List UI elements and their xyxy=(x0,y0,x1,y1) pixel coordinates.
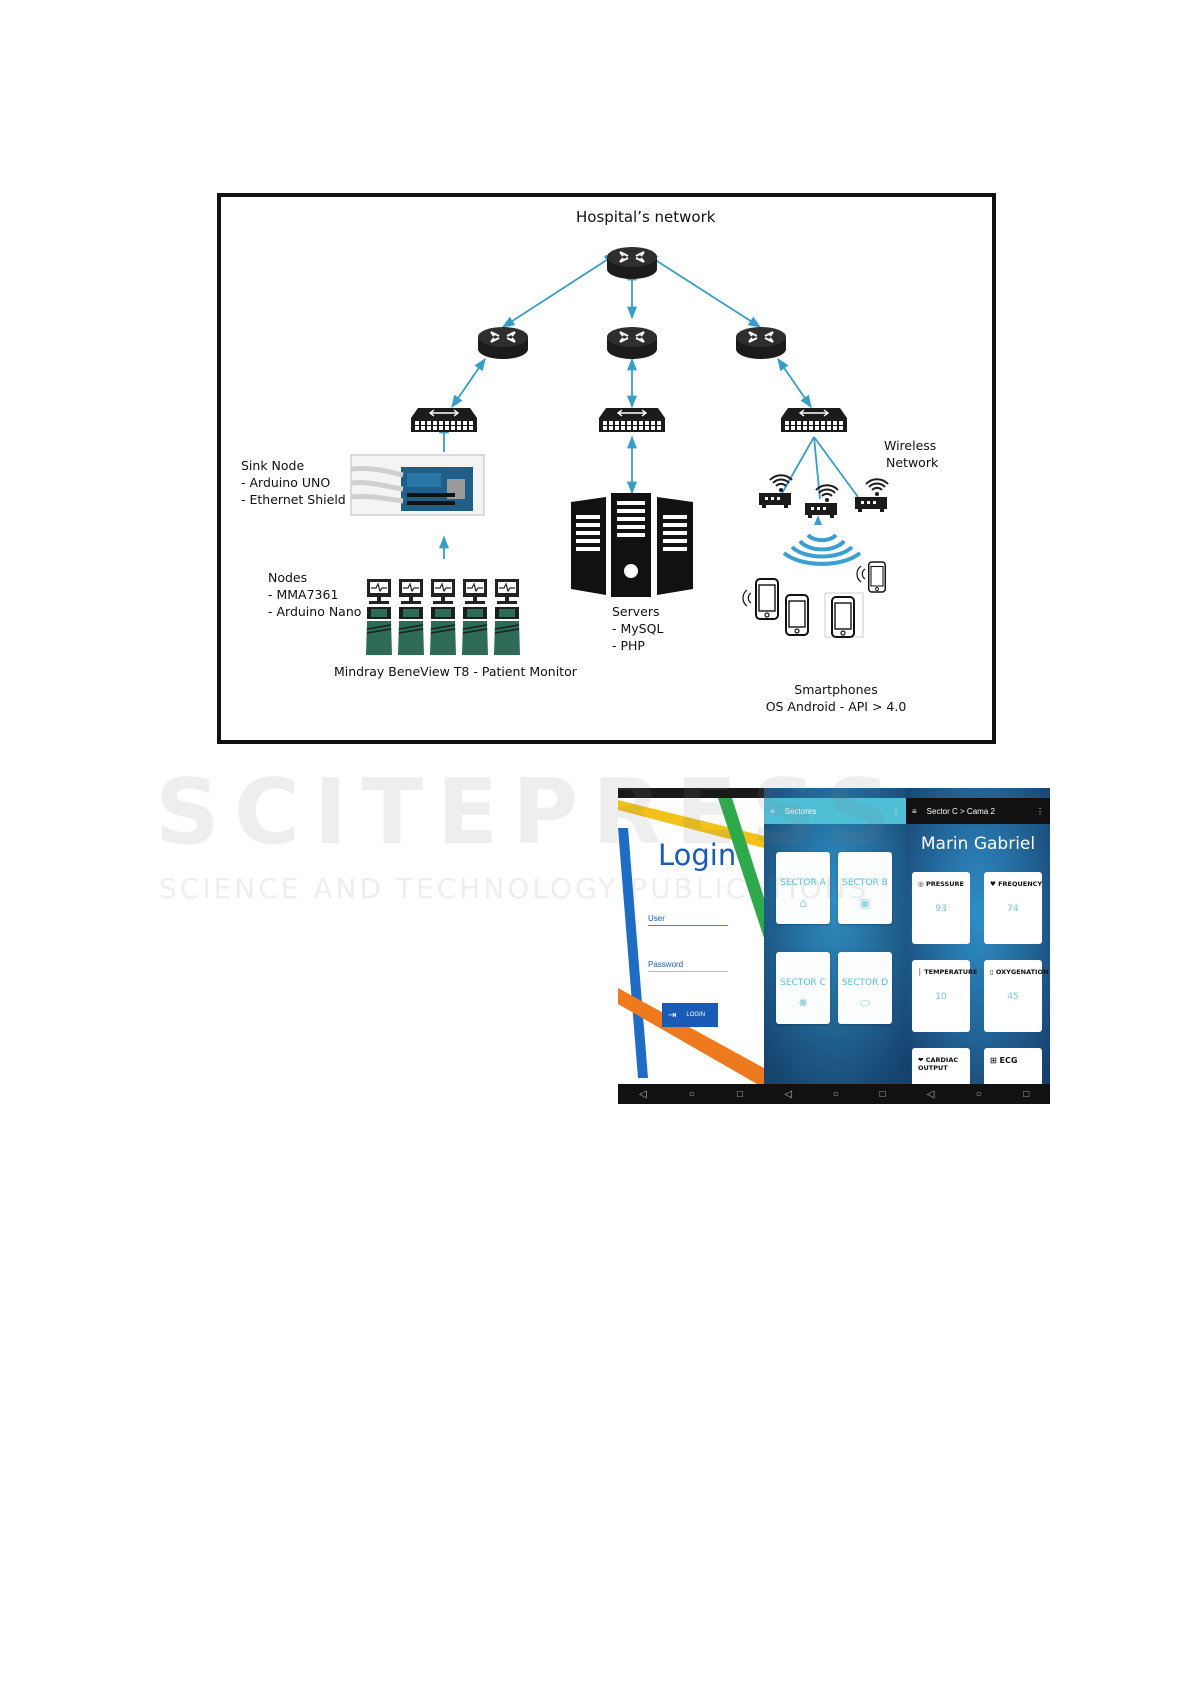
virus-icon: ✸ xyxy=(797,996,809,1010)
thermometer-icon: │ xyxy=(918,968,925,976)
status-bar xyxy=(618,788,764,798)
sector-c-tile[interactable]: SECTOR C ✸ xyxy=(776,952,830,1024)
diagram-title: Hospital’s network xyxy=(576,208,716,226)
recents-icon[interactable]: □ xyxy=(879,1088,886,1100)
frequency-tile[interactable]: ♥ FREQUENCY 74 xyxy=(984,872,1042,944)
switch-right-icon xyxy=(780,407,848,433)
heart-icon: ♥ xyxy=(990,880,999,888)
tile-label: SECTOR D xyxy=(841,978,889,988)
tile-label: FREQUENCY xyxy=(998,880,1043,888)
sectors-header: Sectores xyxy=(784,806,817,816)
router-right-icon xyxy=(735,326,787,360)
more-icon[interactable]: ⋮ xyxy=(892,806,900,816)
sectors-app-bar: ≡ Sectores ⋮ xyxy=(764,798,906,824)
nav-bar: ◁ ○ □ xyxy=(764,1084,906,1104)
tile-label: PRESSURE xyxy=(925,880,964,888)
password-field[interactable]: Password xyxy=(648,960,728,972)
more-icon[interactable]: ⋮ xyxy=(1036,806,1044,816)
core-router-icon xyxy=(606,246,658,280)
router-center-icon xyxy=(606,326,658,360)
recents-icon[interactable]: □ xyxy=(736,1088,743,1100)
temperature-tile[interactable]: │ TEMPERATURE 10 xyxy=(912,960,977,1032)
monitor-icon: ▣ xyxy=(859,896,871,910)
sector-a-tile[interactable]: SECTOR A ⌂ xyxy=(776,852,830,924)
sink-node-label: Sink Node - Arduino UNO - Ethernet Shiel… xyxy=(241,458,346,507)
back-icon[interactable]: ◁ xyxy=(784,1088,793,1100)
tile-label: OXYGENATION xyxy=(995,968,1049,976)
back-icon[interactable]: ◁ xyxy=(926,1088,935,1100)
tile-label: TEMPERATURE xyxy=(924,968,978,976)
recents-icon[interactable]: □ xyxy=(1023,1088,1030,1100)
oxygen-icon: ▯ xyxy=(990,968,996,976)
login-screen: Login User Password ⇥ LOGIN ◁ ○ □ xyxy=(618,788,764,1104)
patient-monitor-icons xyxy=(366,578,520,605)
login-title: Login xyxy=(658,838,737,872)
patient-name: Marin Gabriel xyxy=(920,834,1036,854)
password-placeholder: Password xyxy=(648,960,684,969)
login-background-stripes xyxy=(618,798,764,1088)
tile-label: SECTOR B xyxy=(842,878,888,888)
tile-value: 93 xyxy=(935,904,947,914)
login-icon: ⇥ xyxy=(668,1009,677,1021)
tile-label: SECTOR A xyxy=(780,878,826,888)
user-placeholder: User xyxy=(648,914,665,923)
back-icon[interactable]: ◁ xyxy=(639,1088,647,1100)
home-icon[interactable]: ○ xyxy=(688,1088,695,1100)
access-point-icons xyxy=(758,474,889,519)
nodes-label: Nodes - MMA7361 - Arduino Nano xyxy=(268,570,362,619)
menu-icon[interactable]: ≡ xyxy=(770,806,775,816)
sector-b-tile[interactable]: SECTOR B ▣ xyxy=(838,852,892,924)
home-icon[interactable]: ○ xyxy=(832,1088,839,1100)
server-icons xyxy=(571,493,693,597)
home-icon[interactable]: ○ xyxy=(975,1088,982,1100)
pressure-tile[interactable]: ◎ PRESSURE 93 xyxy=(912,872,970,944)
tile-value: 10 xyxy=(935,992,947,1002)
sectors-background xyxy=(764,788,906,1104)
login-button[interactable]: ⇥ LOGIN xyxy=(662,1003,718,1027)
switch-left-icon xyxy=(410,407,478,433)
cardiac-icon: ❤ xyxy=(918,1056,926,1064)
patient-bed-icons xyxy=(365,606,521,656)
menu-icon[interactable]: ≡ xyxy=(912,806,917,816)
wifi-signal-icon xyxy=(782,515,862,566)
user-field[interactable]: User xyxy=(648,914,728,926)
bed-icon: ⌂ xyxy=(799,896,807,910)
switch-center-icon xyxy=(598,407,666,433)
patient-header: Sector C > Cama 2 xyxy=(926,806,995,816)
pill-icon: ⬭ xyxy=(859,996,871,1010)
oxygenation-tile[interactable]: ▯ OXYGENATION 45 xyxy=(984,960,1048,1032)
sectors-screen: ≡ Sectores ⋮ SECTOR A ⌂ SECTOR B ▣ SECTO… xyxy=(764,788,906,1104)
tile-label: CARDIAC OUTPUT xyxy=(918,1056,959,1072)
ecg-icon: ⊞ xyxy=(990,1056,1000,1065)
patient-app-bar: ≡ Sector C > Cama 2 ⋮ xyxy=(906,798,1050,824)
login-button-label: LOGIN xyxy=(686,1012,706,1018)
cardiac-output-tile[interactable]: ❤ CARDIAC OUTPUT xyxy=(912,1048,970,1088)
nav-bar: ◁ ○ □ xyxy=(618,1084,764,1104)
pressure-icon: ◎ xyxy=(918,880,926,888)
smartphone-icons xyxy=(742,561,886,638)
router-left-icon xyxy=(477,326,529,360)
ecg-tile[interactable]: ⊞ ECG xyxy=(984,1048,1042,1088)
sector-d-tile[interactable]: SECTOR D ⬭ xyxy=(838,952,892,1024)
servers-label: Servers - MySQL - PHP xyxy=(612,604,664,653)
diagram-graphics xyxy=(350,246,889,656)
network-diagram: Hospital’s network Sink Node - Arduino U… xyxy=(217,193,996,744)
monitor-caption: Mindray BeneView T8 - Patient Monitor xyxy=(334,664,577,679)
smartphones-label: Smartphones OS Android - API > 4.0 xyxy=(765,682,907,714)
tile-label: SECTOR C xyxy=(780,978,826,988)
patient-screen: ≡ Sector C > Cama 2 ⋮ Marin Gabriel ◎ PR… xyxy=(906,788,1050,1104)
nav-bar: ◁ ○ □ xyxy=(906,1084,1050,1104)
tile-label: ECG xyxy=(999,1056,1018,1065)
arduino-board-icon xyxy=(350,454,485,516)
tile-value: 74 xyxy=(1007,904,1019,914)
tile-value: 45 xyxy=(1007,992,1019,1002)
wireless-network-label: Wireless Network xyxy=(884,438,939,470)
